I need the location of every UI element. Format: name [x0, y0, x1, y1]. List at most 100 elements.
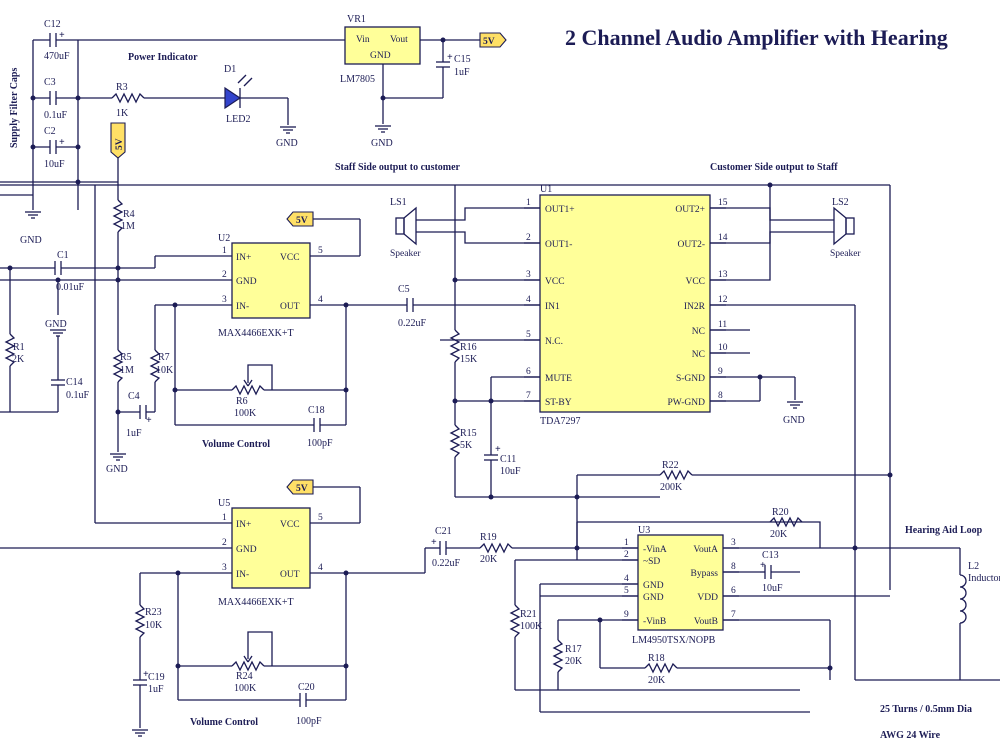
r3-value: 1K — [116, 108, 129, 119]
c15-ref: C15 — [454, 54, 471, 65]
u1-right-pin-3: IN2R — [684, 302, 706, 312]
c12-value: 470uF — [44, 51, 70, 62]
5v-label-u2: 5V — [296, 216, 308, 226]
c18-ref: C18 — [308, 405, 325, 416]
u5-part: MAX4466EXK+T — [218, 597, 294, 608]
5v-label-vertical: 5V — [115, 138, 125, 150]
r6-ref: R6 — [236, 396, 248, 407]
r23-ref: R23 — [145, 607, 162, 618]
r15-value: 5K — [460, 440, 473, 451]
5v-flag-vertical — [110, 122, 126, 159]
svg-text:+: + — [495, 444, 501, 455]
c1-ref: C1 — [57, 250, 69, 261]
r21-ref: R21 — [520, 609, 537, 620]
u3-right-pin-num-3: 7 — [731, 610, 736, 620]
r17-value: 20K — [565, 656, 583, 667]
r16-ref: R16 — [460, 342, 477, 353]
u1-left-pin-num-2: 3 — [526, 270, 531, 280]
svg-text:3: 3 — [222, 563, 227, 573]
staff-side-label: Staff Side output to customer — [335, 162, 461, 173]
c20-value: 100pF — [296, 716, 322, 727]
svg-text:2: 2 — [222, 270, 227, 280]
inductor-coil-icon — [959, 574, 967, 624]
ls2-value: Speaker — [830, 249, 861, 259]
u1-left-pin-4: N.C. — [545, 337, 563, 347]
u1-right-pin-num-2: 13 — [718, 270, 728, 280]
svg-text:4: 4 — [318, 563, 323, 573]
c20-ref: C20 — [298, 682, 315, 693]
u1-left-pin-num-5: 6 — [526, 367, 531, 377]
u5-opamp-chip — [231, 507, 311, 589]
svg-text:5: 5 — [318, 513, 323, 523]
svg-text:4: 4 — [318, 295, 323, 305]
supply-filter-caps-label: Supply Filter Caps — [9, 68, 20, 148]
r22-value: 200K — [660, 482, 683, 493]
u3-left-pin-4: -VinB — [643, 617, 666, 627]
gnd-label-3: GND — [371, 138, 393, 149]
vr1-ref: VR1 — [347, 14, 366, 25]
u3-right-pin-0: VoutA — [693, 545, 718, 555]
svg-text:3: 3 — [222, 295, 227, 305]
volume-control-label-1: Volume Control — [202, 439, 270, 450]
u1-right-pin-num-4: 11 — [718, 320, 727, 330]
u2-pin-out: OUT — [280, 302, 300, 312]
u3-left-pin-3: GND — [643, 593, 664, 603]
u5-pin-in-plus: IN+ — [236, 520, 251, 530]
c19-ref: C19 — [148, 672, 165, 683]
u5-pin-out: OUT — [280, 570, 300, 580]
ls2-ref: LS2 — [832, 197, 849, 208]
u1-right-pin-num-5: 10 — [718, 343, 728, 353]
r1-value: 2K — [12, 354, 25, 365]
u3-ref: U3 — [638, 525, 650, 536]
u1-left-pin-num-4: 5 — [526, 330, 531, 340]
u3-left-pin-num-0: 1 — [624, 538, 629, 548]
r15-ref: R15 — [460, 428, 477, 439]
r4-value: 1M — [121, 221, 135, 232]
r21-value: 100K — [520, 621, 543, 632]
u3-left-pin-num-1: 2 — [624, 550, 629, 560]
5v-label-1: 5V — [483, 37, 495, 47]
u1-right-pin-5: NC — [692, 350, 705, 360]
u3-left-pin-1: ~SD — [643, 557, 660, 567]
r19-ref: R19 — [480, 532, 497, 543]
r22-ref: R22 — [662, 460, 679, 471]
gnd-label-5: GND — [106, 464, 128, 475]
d1-value: LED2 — [226, 114, 250, 125]
c14-value: 0.1uF — [66, 390, 90, 401]
r1-ref: R1 — [13, 342, 25, 353]
u1-left-pin-num-0: 1 — [526, 198, 531, 208]
svg-text:1: 1 — [222, 513, 227, 523]
u5-ref: U5 — [218, 498, 230, 509]
r20-ref: R20 — [772, 507, 789, 518]
svg-text:1: 1 — [222, 246, 227, 256]
c2-value: 10uF — [44, 159, 65, 170]
u3-left-pin-num-3: 5 — [624, 586, 629, 596]
c11-value: 10uF — [500, 466, 521, 477]
r20-value: 20K — [770, 529, 788, 540]
u5-pin-in-minus: IN- — [236, 570, 249, 580]
svg-text:+: + — [143, 669, 149, 680]
r17-ref: R17 — [565, 644, 582, 655]
svg-text:+: + — [59, 137, 65, 148]
r7-ref: R7 — [158, 352, 170, 363]
power-indicator-label: Power Indicator — [128, 52, 198, 63]
speaker-ls1-icon — [395, 217, 405, 235]
c21-value: 0.22uF — [432, 558, 461, 569]
volume-control-label-2: Volume Control — [190, 717, 258, 728]
c21-ref: C21 — [435, 526, 452, 537]
c14-ref: C14 — [66, 377, 83, 388]
r16-value: 15K — [460, 354, 478, 365]
u5-pin-vcc: VCC — [280, 520, 300, 530]
u2-pin-in-minus: IN- — [236, 302, 249, 312]
u1-left-pin-3: IN1 — [545, 302, 560, 312]
c19-value: 1uF — [148, 684, 164, 695]
5v-label-u5: 5V — [296, 484, 308, 494]
gnd-label-4: GND — [45, 319, 67, 330]
u1-left-pin-5: MUTE — [545, 374, 572, 384]
c15-value: 1uF — [454, 67, 470, 78]
u1-right-pin-2: VCC — [685, 277, 705, 287]
u1-tda7297-chip — [539, 194, 711, 413]
u1-right-pin-4: NC — [692, 327, 705, 337]
